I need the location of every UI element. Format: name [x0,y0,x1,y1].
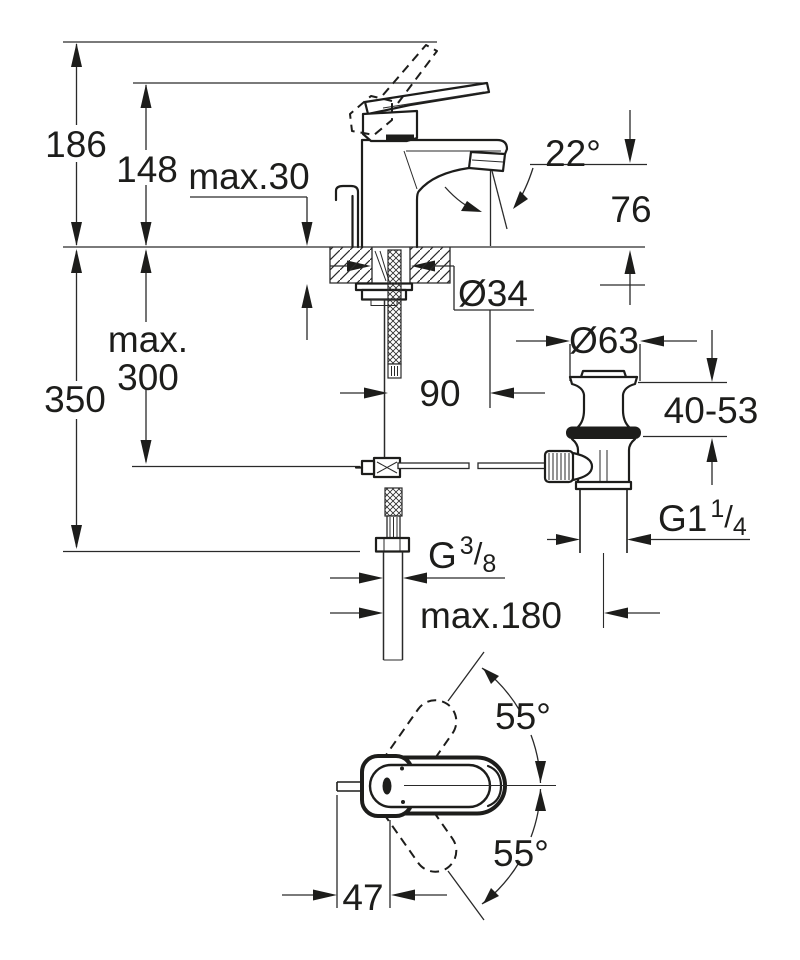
handle-lever [361,81,491,143]
waste-o-ring [566,426,641,439]
label-swivel-lower: 55° [493,833,549,874]
spout-outlet-mark [336,781,362,792]
label-hose-max-2: 300 [117,357,179,398]
label-pivot-offset: 47 [342,877,383,918]
pop-up-rod-linkage [354,456,547,479]
cartridge-mark [382,777,392,795]
supply-hose [354,249,414,661]
faucet-body [360,138,509,249]
label-height-to-lever: 148 [116,149,178,190]
label-clamping-range: 40-53 [664,390,759,431]
label-depth-total: 350 [44,379,106,420]
top-view: 55° 55° 47 [282,651,556,921]
label-waste-flange-dia: Ø63 [569,320,639,361]
label-tap-hole-dia: Ø34 [458,273,528,314]
pop-up-pull-rod [334,184,360,249]
label-height-total: 186 [45,124,107,165]
label-spout-height: 76 [610,189,651,230]
label-hose-max-1: max. [108,319,188,360]
side-view: 186 148 max.30 22° 76 Ø34 max. 300 350 9… [44,41,759,661]
handle-lever-raised [349,44,438,136]
label-spout-reach: 90 [419,373,460,414]
faucet-top-outline [336,754,556,818]
label-centre-distance: max.180 [420,595,562,636]
label-spout-angle: 22° [545,133,601,174]
handle-swivel-arcs [447,651,546,921]
deck-section [329,247,451,284]
supply-nut [374,536,411,553]
label-deck-thickness: max.30 [188,156,309,197]
drain-waste-assembly [543,369,641,628]
rod-adjusting-knob [543,449,575,484]
label-swivel-upper: 55° [495,696,551,737]
pivot-offset-dimension [282,795,447,908]
